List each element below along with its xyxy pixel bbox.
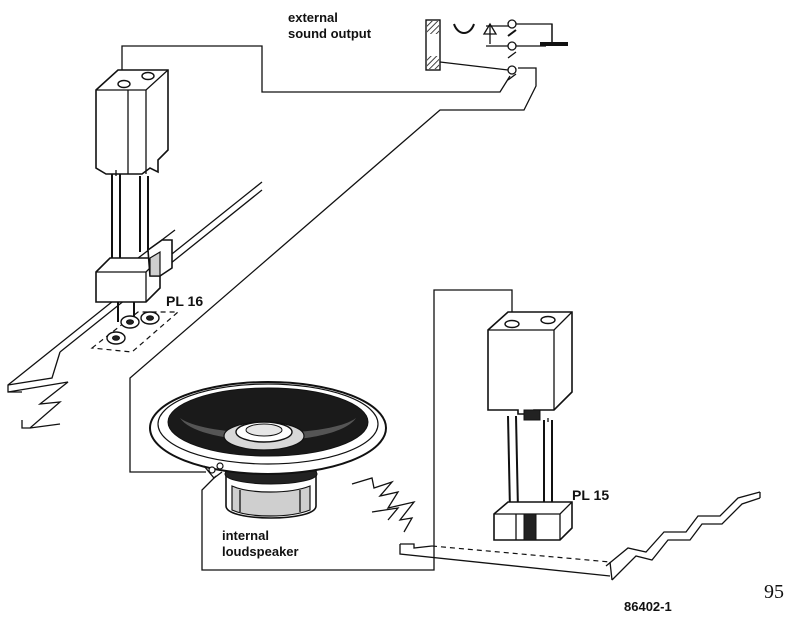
- right-board: [399, 491, 761, 581]
- internal-loudspeaker-label-line1: internal: [222, 528, 269, 543]
- wire-pl16-to-jack-a: [121, 45, 511, 93]
- external-output-label-line1: external: [288, 10, 338, 25]
- wire-speaker-to-pl15: [201, 289, 513, 571]
- external-output-label-line2: sound output: [288, 26, 372, 41]
- pl15-connector: [487, 311, 573, 541]
- ground-icon: [540, 24, 568, 46]
- pl15-label: PL 15: [572, 487, 609, 503]
- jack-socket-icon: [425, 19, 553, 81]
- wire-pl16-to-jack-b: [129, 67, 537, 473]
- loudspeaker-icon: [149, 381, 387, 519]
- center-board-break: [351, 477, 416, 533]
- pl16-label: PL 16: [166, 293, 203, 309]
- part-number-label: 86402-1: [624, 599, 672, 614]
- internal-loudspeaker-label-line2: loudspeaker: [222, 544, 299, 559]
- pl16-connector: [90, 69, 180, 353]
- figure-number: 95: [764, 581, 784, 603]
